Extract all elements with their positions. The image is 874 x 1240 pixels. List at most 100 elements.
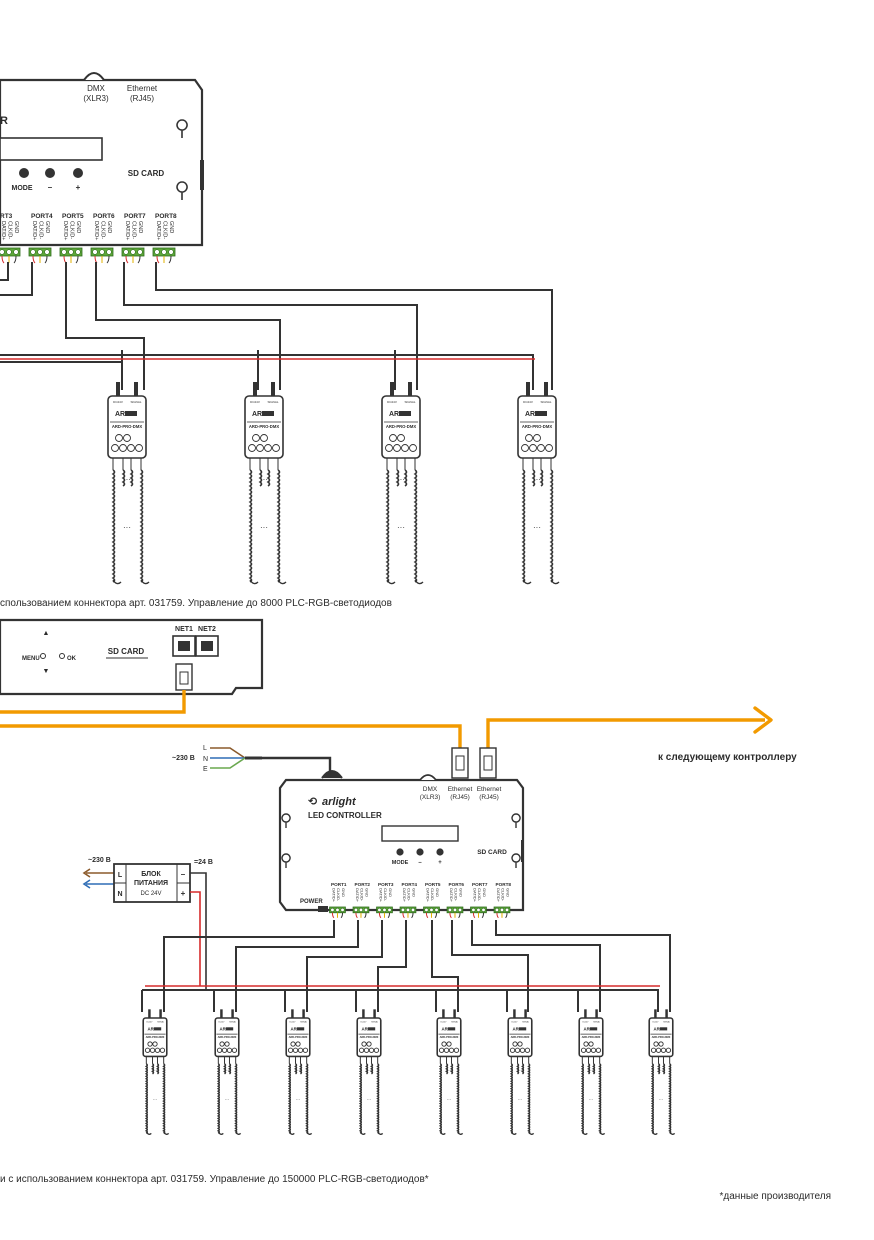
output-jack [580, 1047, 587, 1053]
mid-ok-button[interactable] [59, 653, 65, 659]
mid-rj45-plug [175, 663, 193, 691]
screw-terminal[interactable] [353, 907, 358, 912]
port-label: RT3 [0, 213, 13, 220]
screw-terminal[interactable] [340, 907, 345, 912]
screw-terminal[interactable] [481, 907, 486, 912]
pin-label: GND [75, 221, 81, 233]
bottom-mode-button[interactable] [396, 848, 404, 856]
screw-terminal[interactable] [377, 907, 382, 912]
screw-terminal[interactable] [335, 907, 340, 912]
pin-label: CLK/D- [38, 221, 44, 239]
screw-terminal[interactable] [6, 249, 12, 255]
screw-terminal[interactable] [494, 907, 499, 912]
bottom-plus-button[interactable] [436, 848, 444, 856]
svg-text:(XLR3): (XLR3) [420, 794, 441, 801]
top-port-labels: RT3DAT/D+CLK/D-GNDPORT4DAT/D+CLK/D-GNDPO… [0, 213, 177, 240]
screw-terminal[interactable] [30, 249, 36, 255]
led-string [521, 469, 526, 583]
screw-terminal[interactable] [387, 907, 392, 912]
output-jack [401, 444, 409, 452]
screw-terminal[interactable] [358, 907, 364, 912]
svg-text:DC24V: DC24V [218, 1021, 225, 1023]
screw-terminal[interactable] [476, 907, 481, 912]
down-arrow-icon[interactable]: ▼ [43, 668, 50, 675]
output-jack [660, 1047, 667, 1053]
mid-menu-label: MENU [22, 656, 40, 662]
svg-text:L: L [118, 872, 123, 879]
svg-text:SIGNAL: SIGNAL [451, 1020, 458, 1023]
screw-terminal[interactable] [61, 249, 67, 255]
pin-label: CLK/D- [383, 888, 388, 902]
bottom-minus-button[interactable] [416, 848, 424, 856]
screw-terminal[interactable] [400, 907, 405, 912]
pin-label: GND [482, 888, 487, 897]
screw-terminal[interactable] [137, 249, 143, 255]
top-mode-button[interactable] [19, 168, 29, 178]
svg-text:DC24V: DC24V [440, 1021, 447, 1023]
svg-text:···: ··· [123, 475, 131, 484]
output-jack [272, 444, 280, 452]
output-jack [525, 434, 533, 442]
top-minus-button[interactable] [45, 168, 55, 178]
led-string [509, 1063, 514, 1134]
screw-terminal[interactable] [424, 907, 429, 912]
pin-label: CLK/D- [407, 888, 412, 902]
screw-terminal[interactable] [330, 907, 335, 912]
screw-terminal[interactable] [130, 249, 136, 255]
output-jack [389, 434, 397, 442]
screw-terminal[interactable] [75, 249, 81, 255]
screw-terminal[interactable] [447, 907, 452, 912]
port-label: PORT1 [331, 882, 347, 887]
output-jack [448, 1047, 455, 1053]
screw-terminal[interactable] [405, 907, 411, 912]
screw-terminal[interactable] [471, 907, 476, 912]
screw-terminal[interactable] [382, 907, 387, 912]
svg-text:SIGNAL: SIGNAL [229, 1020, 236, 1023]
brand-logo: AR [115, 411, 125, 418]
screw-terminal[interactable] [92, 249, 98, 255]
screw-terminal[interactable] [363, 907, 369, 912]
svg-text:+: + [438, 860, 442, 866]
led-string [650, 1063, 655, 1134]
screw-terminal[interactable] [168, 249, 174, 255]
screw-terminal[interactable] [434, 907, 439, 912]
port-label: PORT3 [378, 882, 394, 887]
screw-terminal[interactable] [504, 907, 510, 912]
screw-terminal[interactable] [457, 907, 463, 912]
screw-terminal[interactable] [161, 249, 167, 255]
screw-terminal[interactable] [452, 907, 458, 912]
pin-label: DAT/D+ [93, 221, 99, 240]
svg-text:···: ··· [367, 1068, 372, 1073]
top-plus-button[interactable] [73, 168, 83, 178]
screw-terminal[interactable] [68, 249, 74, 255]
screw-terminal[interactable] [0, 249, 5, 255]
port-label: PORT4 [31, 213, 53, 220]
led-string [413, 469, 418, 583]
screw-terminal[interactable] [154, 249, 160, 255]
screw-terminal[interactable] [429, 907, 434, 912]
screw-terminal[interactable] [123, 249, 129, 255]
screw-terminal[interactable] [99, 249, 105, 255]
mid-menu-button[interactable] [40, 653, 46, 659]
top-lcd-display [0, 137, 103, 161]
svg-text:(RJ45): (RJ45) [450, 794, 470, 801]
screw-terminal[interactable] [44, 249, 50, 255]
pin-label: DAT/D+ [378, 888, 383, 903]
brand-logo: AR [654, 1026, 661, 1031]
footnote: *данные производителя [720, 1191, 831, 1202]
up-arrow-icon[interactable]: ▲ [43, 630, 50, 637]
output-jack [366, 1041, 372, 1047]
screw-terminal[interactable] [106, 249, 112, 255]
screw-terminal[interactable] [13, 249, 19, 255]
module-name: ARD-PRO-DMX [440, 1035, 459, 1039]
screw-terminal[interactable] [37, 249, 43, 255]
output-jack [361, 1041, 367, 1047]
screw-terminal[interactable] [499, 907, 505, 912]
screw-terminal[interactable] [410, 907, 416, 912]
pin-label: GND [106, 221, 112, 233]
svg-text:–: – [181, 870, 186, 879]
top-minus-label: – [48, 183, 53, 192]
